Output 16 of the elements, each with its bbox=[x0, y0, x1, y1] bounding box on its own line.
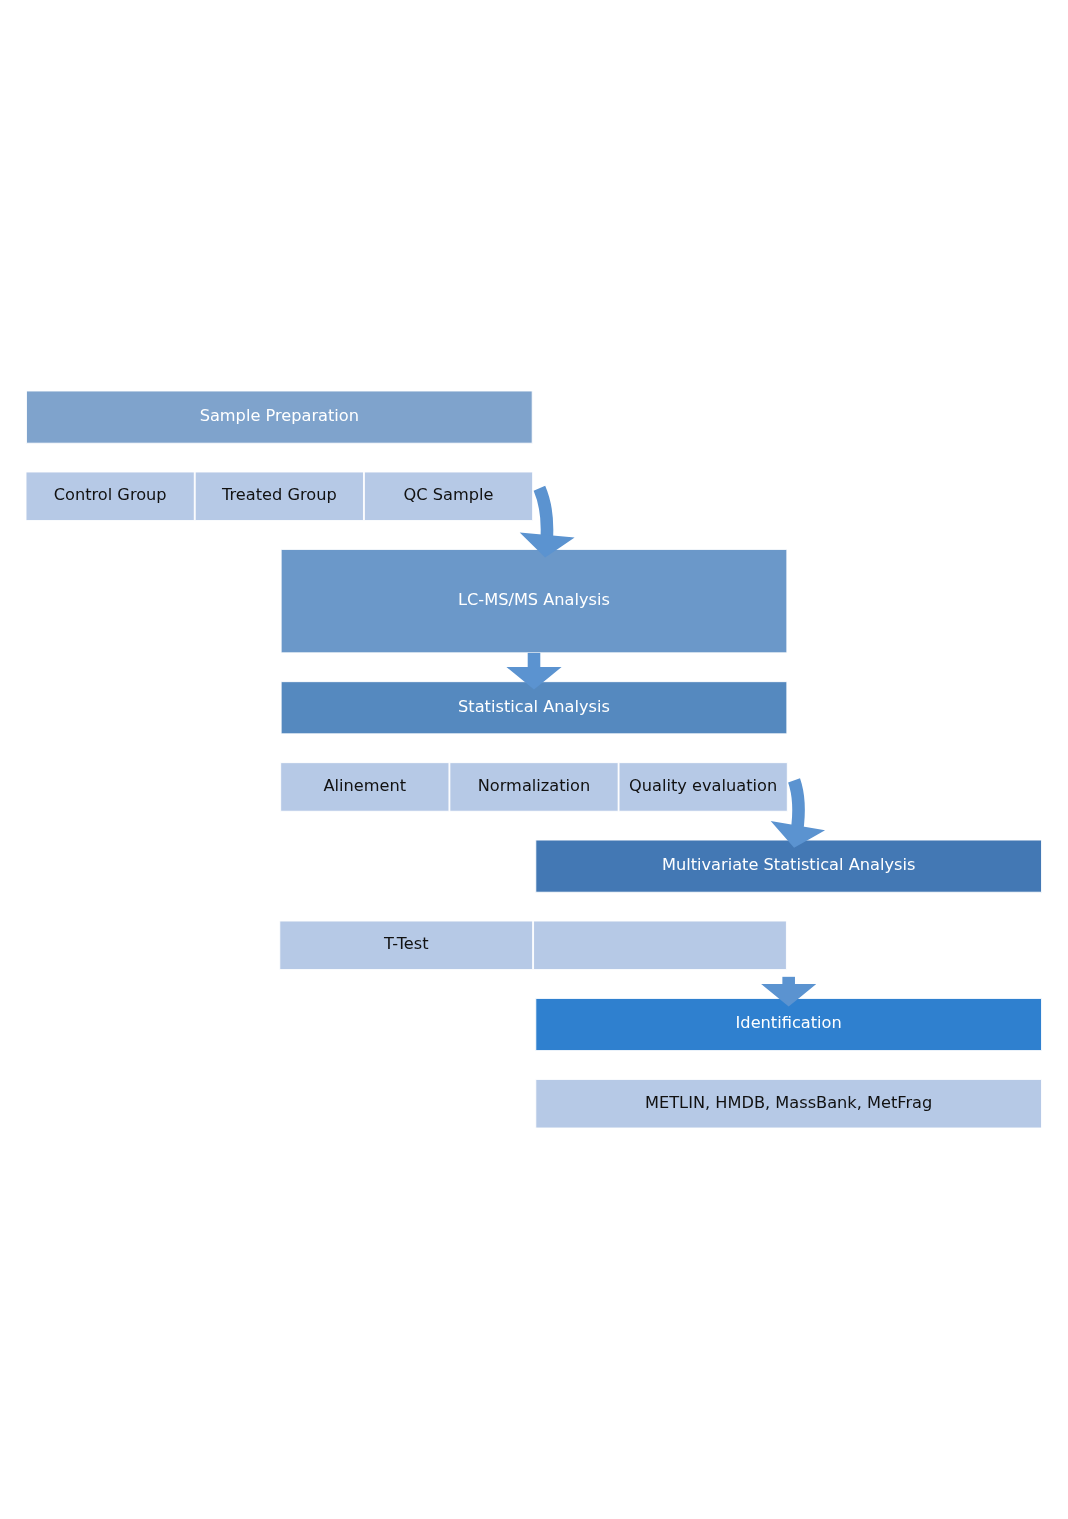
node-box: Sample Preparation bbox=[26, 390, 533, 444]
node-box: Alinement bbox=[280, 762, 450, 812]
node-box: Statistical Analysis bbox=[280, 681, 788, 735]
arrow bbox=[770, 778, 826, 848]
node-box: METLIN, HMDB, MassBank, MetFrag bbox=[535, 1078, 1042, 1129]
node-box bbox=[533, 920, 787, 971]
node-box: Treated Group bbox=[194, 471, 364, 522]
node-box: QC Sample bbox=[363, 471, 534, 522]
arrow bbox=[506, 652, 562, 690]
node-box: LC-MS/MS Analysis bbox=[280, 548, 788, 654]
node-box: Control Group bbox=[25, 471, 195, 522]
node-box: T-Test bbox=[279, 920, 534, 971]
node-box: Quality evaluation bbox=[618, 762, 788, 812]
node-box: Multivariate Statistical Analysis bbox=[535, 839, 1042, 893]
node-box: Identification bbox=[535, 997, 1042, 1052]
node-box: Normalization bbox=[449, 762, 619, 812]
